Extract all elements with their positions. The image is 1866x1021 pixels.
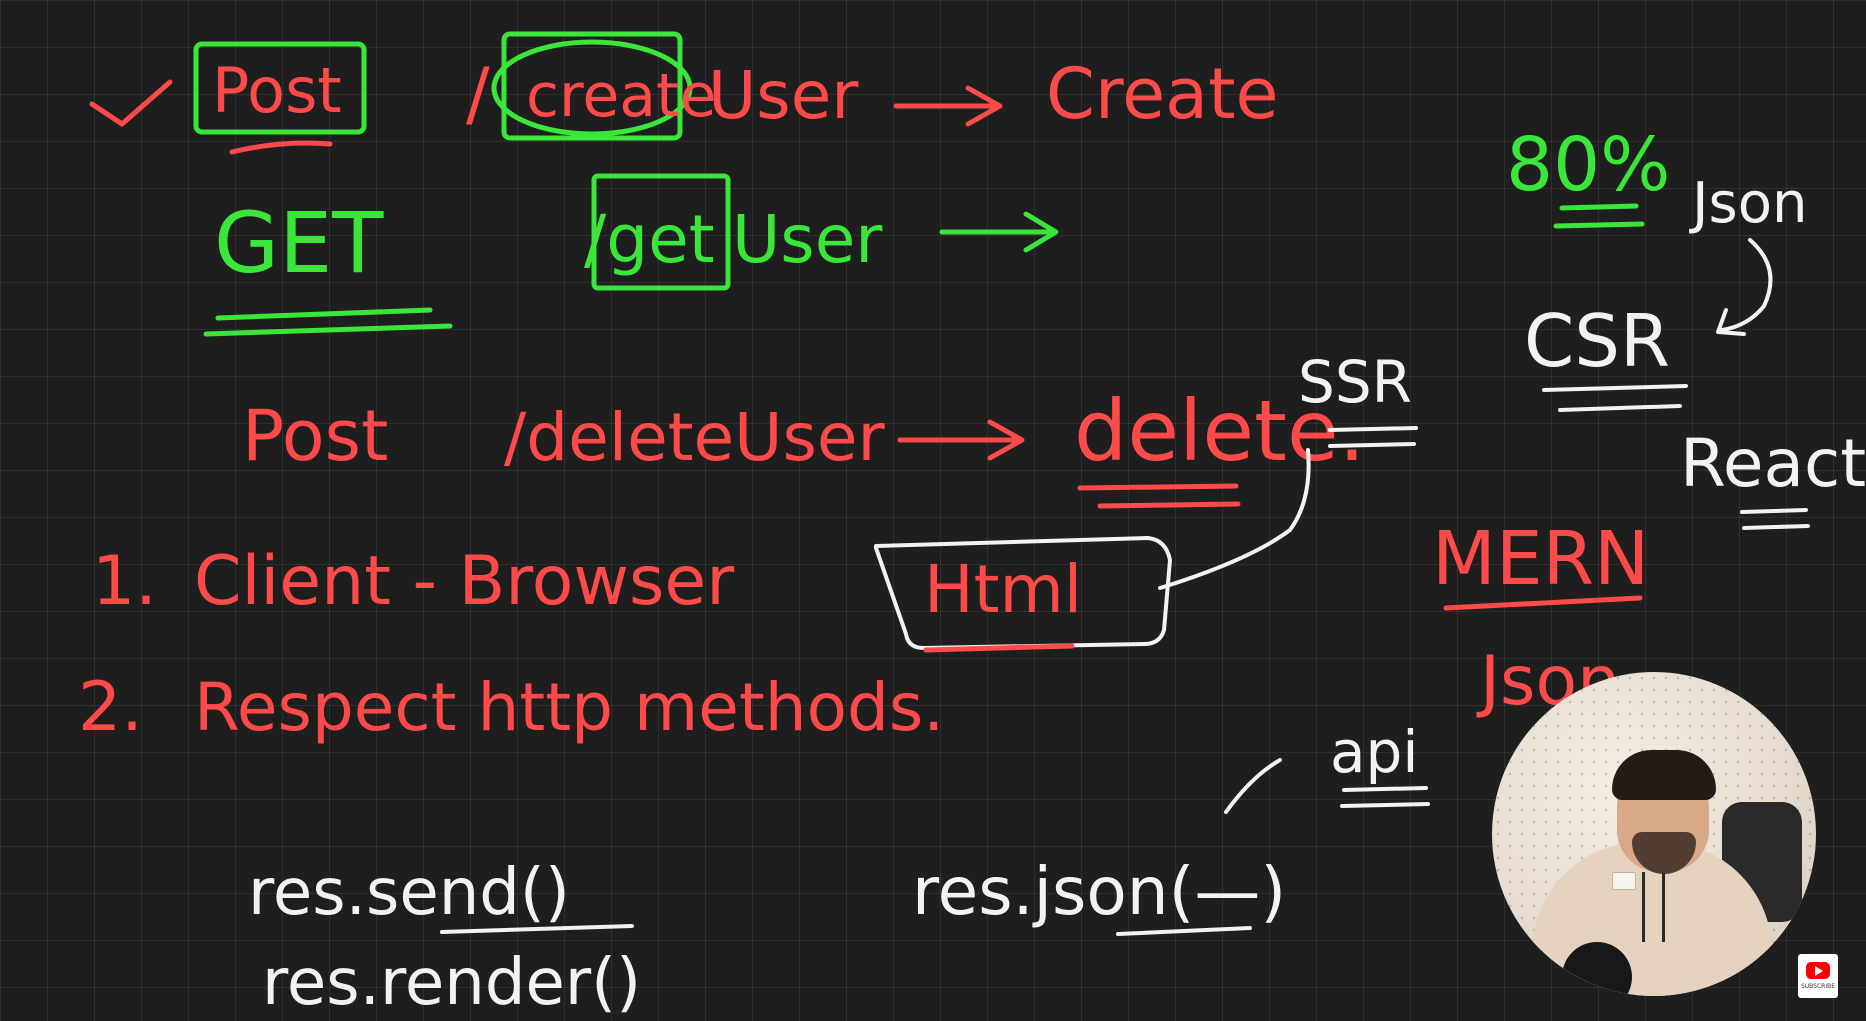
get-route-rest: User (732, 201, 883, 278)
arrow-right-icon (893, 85, 1003, 127)
csr-note: CSR (1524, 299, 1670, 383)
post-create-route-prefix: / (466, 53, 490, 135)
res-json-code: res.json(—) (912, 853, 1286, 930)
post-underline (229, 140, 333, 155)
create-route-circle (491, 39, 693, 137)
respect-line-number: 2. (78, 668, 143, 747)
post-create-route-boxed: create (526, 61, 716, 131)
api-note: api (1330, 718, 1418, 786)
youtube-icon (1806, 962, 1830, 979)
post-create-action: Create (1046, 53, 1279, 135)
subscribe-label: SUBSCRIBE (1800, 983, 1836, 990)
hoodie-string (1642, 872, 1645, 942)
res-send-code: res.send() (248, 856, 570, 930)
presenter-hair (1612, 750, 1716, 800)
subscribe-button[interactable]: SUBSCRIBE (1798, 954, 1838, 998)
delete-double-underline (1077, 483, 1241, 509)
ssr-double-underline (1328, 426, 1418, 448)
post-delete-action: delete. (1074, 382, 1365, 480)
ssr-note: SSR (1298, 348, 1412, 416)
presenter-webcam (1492, 672, 1816, 996)
html-to-ssr-connector (1158, 448, 1311, 590)
client-line-boxed: Html (924, 551, 1082, 628)
post-create-method: Post (212, 54, 342, 127)
post-method-box (193, 41, 367, 135)
client-line-number: 1. (92, 542, 157, 621)
react-note: React (1680, 425, 1866, 502)
percent-note: 80% (1506, 122, 1670, 208)
html-box (874, 536, 1172, 650)
mern-note: MERN (1432, 516, 1649, 602)
api-double-underline (1340, 786, 1430, 808)
post-delete-method: Post (242, 395, 388, 477)
post-delete-route: /deleteUser (504, 399, 885, 476)
get-method: GET (214, 194, 384, 292)
post-create-route-rest: User (708, 57, 859, 134)
arrow-right-icon (897, 419, 1025, 461)
json-top-note: Json (1689, 171, 1807, 236)
json-underline (1116, 926, 1252, 936)
get-route-boxed: /get (584, 201, 715, 278)
get-double-underline (203, 307, 453, 337)
mern-underline (1443, 595, 1643, 611)
hoodie-string (1662, 872, 1665, 942)
api-pointer-stroke (1224, 758, 1282, 814)
checkmark-icon (89, 79, 173, 127)
curved-arrow-icon (1716, 238, 1773, 336)
csr-double-underline (1542, 384, 1688, 412)
res-render-code: res.render() (262, 946, 641, 1020)
send-underline (440, 924, 634, 934)
microphone (1562, 942, 1632, 996)
arrow-right-icon (939, 211, 1059, 253)
client-line-text: Client - Browser (194, 542, 734, 621)
html-underline (923, 643, 1075, 653)
react-double-underline (1740, 508, 1810, 530)
wall-outlet (1612, 872, 1636, 890)
percent-double-underline (1553, 203, 1645, 229)
respect-line-text: Respect http methods. (194, 669, 944, 746)
get-route-box (591, 173, 731, 291)
create-route-box (501, 31, 683, 141)
